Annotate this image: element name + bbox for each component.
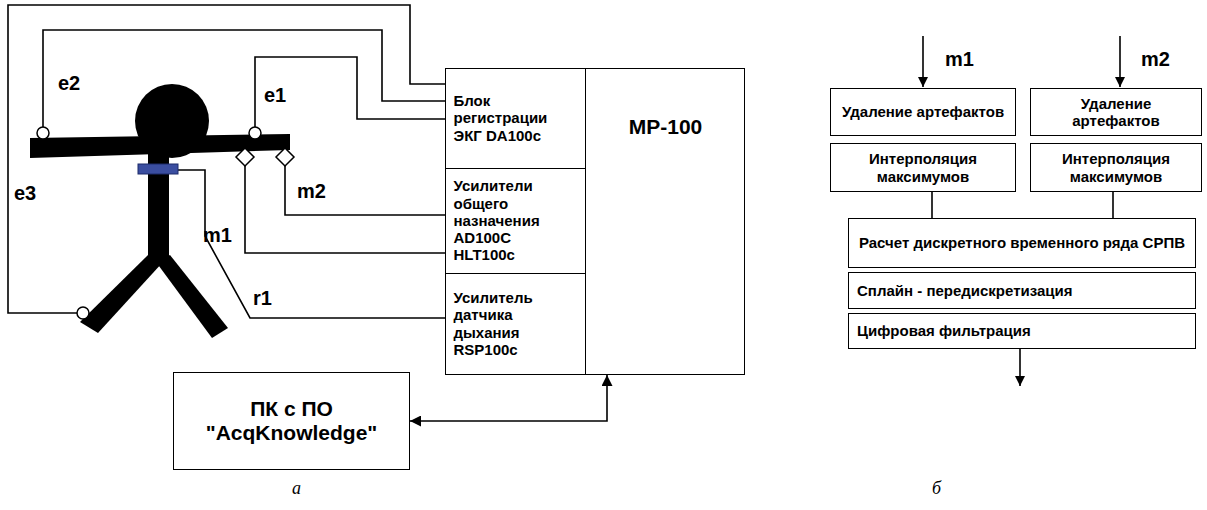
process-box: Интерполяция максимумов [1030,143,1202,192]
input-label: m1 [945,48,974,71]
electrode-label: e1 [264,84,286,107]
connector [410,375,607,421]
connector [1112,192,1114,218]
electrode-label: e3 [14,182,36,205]
panel-caption: а [292,478,301,499]
module-box: Усилитель датчика дыхания RSP100c [445,273,586,375]
input-label: m2 [1141,48,1170,71]
process-box: Удаление артефактов [830,88,1016,136]
box-text: Цифровая фильтрация [857,322,1187,339]
box-text: Интерполяция максимумов [839,150,1007,185]
electrode-wires [8,5,447,318]
box-text: Расчет дискретного временного ряда СРПВ [857,234,1187,251]
process-box: Цифровая фильтрация [848,313,1196,349]
box-text: MP-100 [587,115,744,139]
sensor-label: m2 [297,180,326,203]
computer-box: ПК с ПО "AcqKnowledge" [173,372,410,470]
breath-belt [138,164,178,174]
human-figure [30,84,290,338]
process-box: Сплайн - передискретизация [848,272,1196,309]
device-unit: MP-100 Блок регистрации ЭКГ DA100cУсилите… [445,68,745,375]
electrode-label: e2 [58,72,80,95]
process-box: Удаление артефактов [1030,88,1202,136]
connector [931,192,933,218]
box-text: Блок регистрации ЭКГ DA100c [454,92,577,144]
box-text: Усилители общего назначения AD100C HLT10… [454,177,577,263]
process-box: Интерполяция максимумов [830,143,1016,192]
box-text: Усилитель датчика дыхания RSP100c [454,289,577,358]
panel-caption: б [932,478,941,499]
box-text: Удаление артефактов [839,103,1007,120]
box-text: Интерполяция максимумов [1039,150,1193,185]
module-box: Усилители общего назначения AD100C HLT10… [445,168,586,274]
sensor-label: r1 [253,287,272,310]
box-text: Удаление артефактов [1039,95,1193,130]
module-box: Блок регистрации ЭКГ DA100c [445,68,586,169]
process-box: Расчет дискретного временного ряда СРПВ [848,218,1196,268]
box-text: ПК с ПО "AcqKnowledge" [182,397,401,445]
box-text: Сплайн - передискретизация [857,282,1187,299]
sensor-label: m1 [203,224,232,247]
electrodes [37,127,294,319]
